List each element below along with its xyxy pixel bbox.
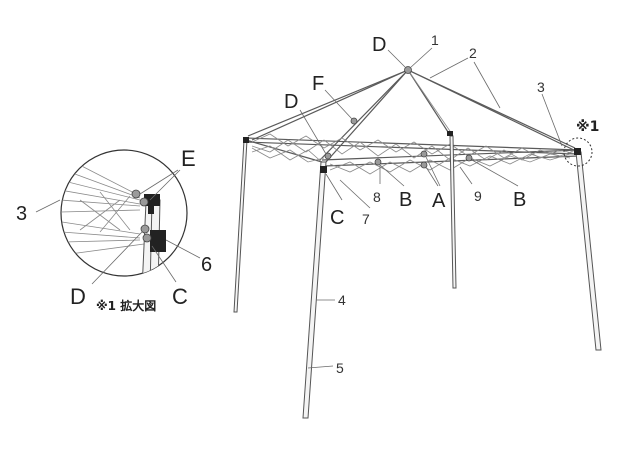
detail-label-d: D	[70, 284, 86, 309]
label-b-right: B	[513, 189, 526, 211]
detail-label-6: 6	[201, 254, 212, 276]
detail-magnified-view	[60, 149, 188, 277]
label-1: 1	[431, 32, 439, 48]
label-a: A	[432, 190, 446, 212]
label-c-main: C	[330, 207, 344, 229]
leader-lines	[299, 47, 563, 369]
label-2: 2	[469, 45, 477, 61]
detail-label-e: E	[181, 146, 196, 171]
label-8: 8	[373, 189, 381, 205]
label-7: 7	[362, 211, 370, 227]
label-ref-1: ※1	[576, 119, 599, 135]
detail-caption: ※1 拡大図	[96, 298, 156, 313]
label-4: 4	[338, 292, 346, 308]
label-3-right: 3	[537, 79, 545, 95]
label-d-left: D	[284, 91, 298, 113]
detail-label-c: C	[172, 284, 188, 309]
label-d-apex: D	[372, 34, 386, 56]
detail-leader-lines	[35, 169, 201, 285]
label-5: 5	[336, 360, 344, 376]
tent-frame	[233, 66, 602, 419]
detail-label-3: 3	[16, 203, 27, 225]
label-b-left: B	[399, 189, 412, 211]
label-f: F	[312, 73, 324, 95]
label-9: 9	[474, 188, 482, 204]
